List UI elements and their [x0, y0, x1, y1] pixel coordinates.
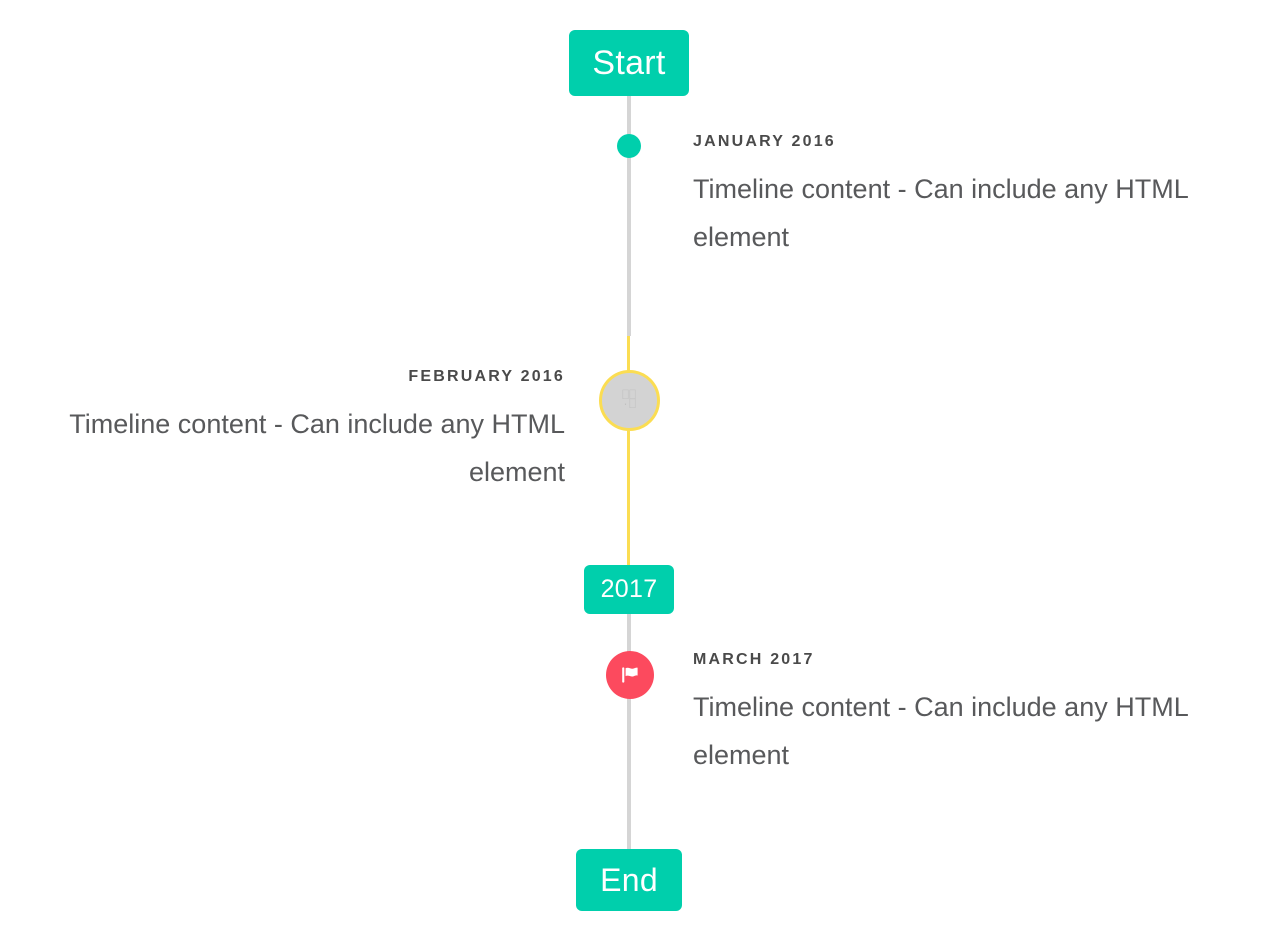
timeline-end-badge[interactable]: End [576, 849, 682, 911]
timeline-entry-body: Timeline content - Can include any HTML … [693, 692, 1188, 771]
timeline-entry-january-2016: JANUARY 2016 Timeline content - Can incl… [693, 133, 1233, 261]
timeline-entry-march-2017: MARCH 2017 Timeline content - Can includ… [693, 651, 1233, 779]
timeline-marker-february-2016[interactable]: ⎕⎕ ·⎕ [599, 370, 660, 431]
timeline-marker-march-2017[interactable] [606, 651, 654, 699]
timeline-entry-date: JANUARY 2016 [693, 133, 836, 150]
timeline-entry-date: FEBRUARY 2016 [408, 368, 565, 385]
timeline-year-badge[interactable]: 2017 [584, 565, 674, 614]
timeline-marker-january-2016[interactable] [617, 134, 641, 158]
timeline-rail-segment-gray-middle [627, 614, 631, 850]
timeline-year-badge-label: 2017 [600, 575, 658, 603]
timeline-start-badge[interactable]: Start [569, 30, 689, 96]
flag-icon [618, 663, 642, 687]
timeline-rail-segment-yellow [627, 336, 630, 566]
timeline-start-badge-label: Start [592, 43, 666, 82]
timeline-end-badge-label: End [600, 861, 658, 898]
timeline-rail-segment-gray-top [627, 96, 631, 336]
timeline-entry-date: MARCH 2017 [693, 651, 815, 668]
timeline-entry-february-2016: FEBRUARY 2016 Timeline content - Can inc… [30, 368, 565, 496]
missing-glyph-icon: ⎕⎕ ·⎕ [622, 390, 637, 411]
timeline-entry-body: Timeline content - Can include any HTML … [693, 174, 1188, 253]
timeline-entry-body: Timeline content - Can include any HTML … [69, 409, 565, 488]
